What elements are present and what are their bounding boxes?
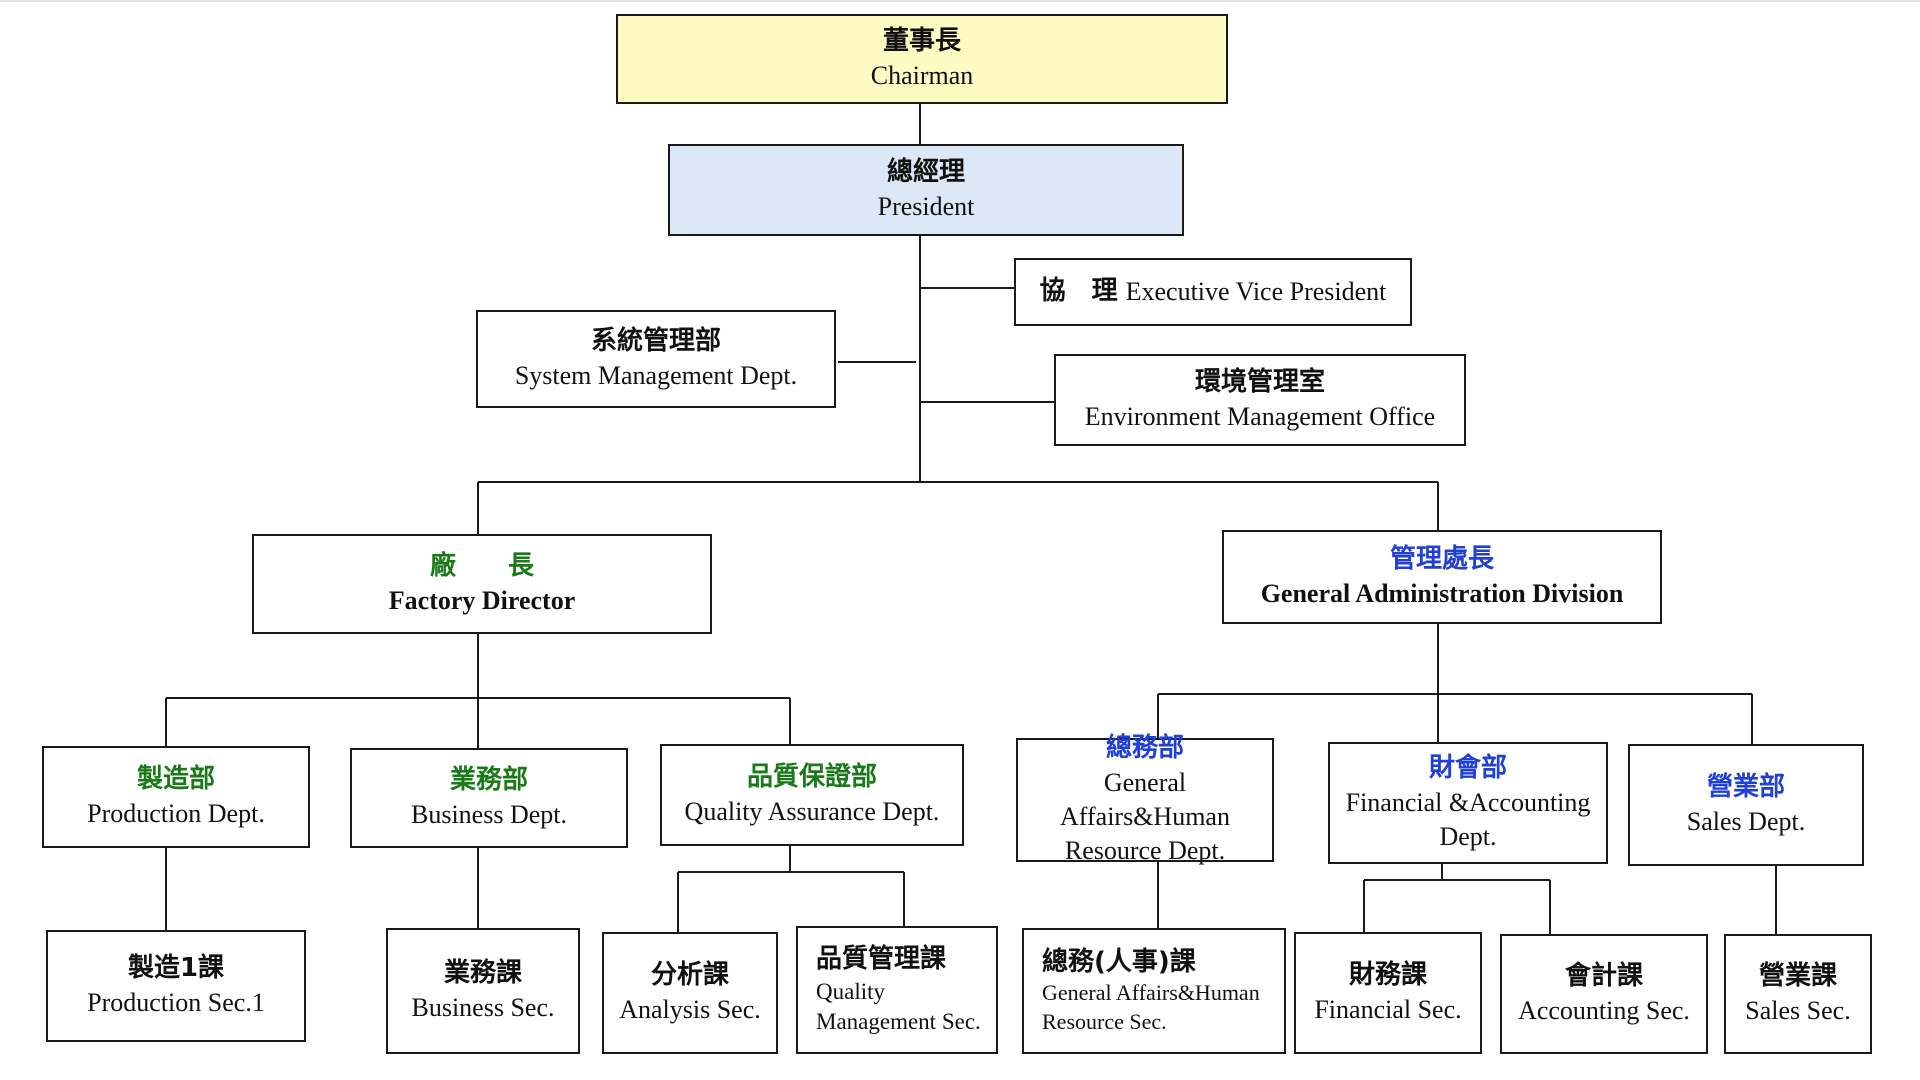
node-environment-management-office: 環境管理室 Environment Management Office <box>1054 354 1466 446</box>
node-factory-director: 廠 長 Factory Director <box>252 534 712 634</box>
node-president-en: President <box>877 192 975 221</box>
node-president-zh: 總經理 <box>886 157 965 188</box>
node-accounting-sec: 會計課 Accounting Sec. <box>1500 934 1708 1054</box>
node-production-dept: 製造部 Production Dept. <box>42 746 310 848</box>
node-business-sec-en: Business Sec. <box>411 993 555 1022</box>
node-sales-sec-zh: 營業課 <box>1758 961 1837 992</box>
node-env-mgmt-zh: 環境管理室 <box>1194 367 1325 398</box>
node-fin-acc-dept-en: Financial &Accounting Dept. <box>1345 788 1591 851</box>
node-analysis-sec: 分析課 Analysis Sec. <box>602 932 778 1054</box>
node-ga-hr-dept-en: General Affairs&Human Resource Dept. <box>1060 768 1230 865</box>
node-general-affairs-hr-sec: 總務(人事)課 General Affairs&Human Resource S… <box>1022 928 1286 1054</box>
node-qa-dept-zh: 品質保證部 <box>746 762 877 793</box>
node-chairman: 董事長 Chairman <box>616 14 1228 104</box>
node-general-admin-en: General Administration Division <box>1260 579 1624 608</box>
node-sales-sec-en: Sales Sec. <box>1745 996 1851 1025</box>
node-chairman-zh: 董事長 <box>882 26 961 57</box>
node-factory-director-zh: 廠 長 <box>429 551 534 582</box>
node-financial-accounting-dept: 財會部 Financial &Accounting Dept. <box>1328 742 1608 864</box>
node-factory-director-en: Factory Director <box>388 586 576 615</box>
node-chairman-en: Chairman <box>870 61 974 90</box>
node-quality-management-sec: 品質管理課 Quality Management Sec. <box>796 926 998 1054</box>
node-business-dept-zh: 業務部 <box>449 765 528 796</box>
node-business-sec: 業務課 Business Sec. <box>386 928 580 1054</box>
node-ga-hr-sec-zh: 總務(人事)課 <box>1042 946 1196 977</box>
node-production-sec1-en: Production Sec.1 <box>87 988 265 1017</box>
node-analysis-sec-zh: 分析課 <box>650 960 729 991</box>
node-system-mgmt-en: System Management Dept. <box>514 361 798 390</box>
node-system-mgmt-zh: 系統管理部 <box>590 326 721 357</box>
node-accounting-sec-zh: 會計課 <box>1564 961 1643 992</box>
node-qm-sec-zh: 品質管理課 <box>816 944 947 975</box>
node-analysis-sec-en: Analysis Sec. <box>619 995 761 1024</box>
node-evp-zh: 協 理 <box>1039 276 1118 307</box>
node-business-sec-zh: 業務課 <box>443 958 522 989</box>
node-production-sec-1: 製造1課 Production Sec.1 <box>46 930 306 1042</box>
node-qm-sec-en: Quality Management Sec. <box>816 979 981 1034</box>
node-quality-assurance-dept: 品質保證部 Quality Assurance Dept. <box>660 744 964 846</box>
node-production-sec1-zh: 製造1課 <box>127 953 225 984</box>
node-general-admin-zh: 管理處長 <box>1389 544 1494 575</box>
node-sales-dept-en: Sales Dept. <box>1686 807 1806 836</box>
node-executive-vice-president: 協 理 Executive Vice President <box>1014 258 1412 326</box>
node-general-affairs-hr-dept: 總務部 General Affairs&Human Resource Dept. <box>1016 733 1274 865</box>
node-evp-en: Executive Vice President <box>1125 277 1387 307</box>
node-financial-sec-zh: 財務課 <box>1348 960 1427 991</box>
node-accounting-sec-en: Accounting Sec. <box>1518 996 1690 1025</box>
node-financial-sec-en: Financial Sec. <box>1314 995 1462 1024</box>
node-general-administration-division: 管理處長 General Administration Division <box>1222 530 1662 624</box>
node-president: 總經理 President <box>668 144 1184 236</box>
node-business-dept: 業務部 Business Dept. <box>350 748 628 848</box>
node-fin-acc-dept-zh: 財會部 <box>1428 753 1507 784</box>
top-divider <box>0 0 1920 2</box>
node-sales-dept: 營業部 Sales Dept. <box>1628 744 1864 866</box>
node-business-dept-en: Business Dept. <box>411 800 567 829</box>
node-sales-dept-zh: 營業部 <box>1706 772 1785 803</box>
node-production-dept-zh: 製造部 <box>136 764 215 795</box>
node-ga-hr-sec-en: General Affairs&Human Resource Sec. <box>1042 980 1260 1034</box>
node-env-mgmt-en: Environment Management Office <box>1084 402 1436 431</box>
node-system-management-dept: 系統管理部 System Management Dept. <box>476 310 836 408</box>
node-ga-hr-dept-zh: 總務部 <box>1105 733 1184 764</box>
node-sales-sec: 營業課 Sales Sec. <box>1724 934 1872 1054</box>
node-production-dept-en: Production Dept. <box>87 799 265 828</box>
node-qa-dept-en: Quality Assurance Dept. <box>684 797 940 826</box>
node-financial-sec: 財務課 Financial Sec. <box>1294 932 1482 1054</box>
